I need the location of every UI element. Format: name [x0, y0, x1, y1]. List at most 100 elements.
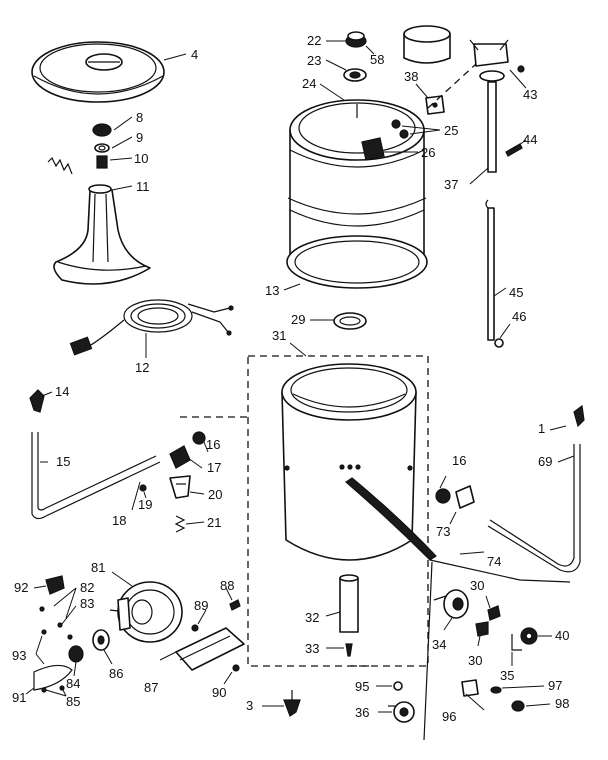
label-part-12: 12 — [135, 360, 149, 375]
screw-part-90 — [232, 664, 240, 672]
caster-part-36 — [388, 701, 415, 723]
cap-part-96 — [461, 679, 479, 697]
agitator-part-11 — [53, 184, 151, 285]
label-part-36: 36 — [355, 705, 369, 720]
clip-part-30a — [487, 605, 501, 621]
label-part-16a: 16 — [206, 437, 220, 452]
label-part-30a: 30 — [470, 578, 484, 593]
clip-part-26 — [361, 137, 385, 161]
screw-part-44 — [505, 143, 523, 157]
label-part-23: 23 — [307, 53, 321, 68]
label-part-8: 8 — [136, 110, 143, 125]
drain-hose — [345, 477, 571, 741]
lever-bar-part-69 — [487, 444, 581, 573]
label-part-83: 83 — [80, 596, 94, 611]
label-part-17: 17 — [207, 460, 221, 475]
label-part-34: 34 — [432, 637, 446, 652]
nut-part-10 — [96, 155, 108, 169]
label-part-26: 26 — [421, 145, 435, 160]
motor-part-81 — [109, 581, 183, 643]
spout-part-37 — [427, 39, 509, 173]
label-part-43: 43 — [523, 87, 537, 102]
label-part-98: 98 — [555, 696, 569, 711]
bracket-part-38 — [425, 95, 445, 115]
label-part-19: 19 — [138, 497, 152, 512]
clip-part-30b — [475, 621, 489, 637]
cap-part-22 — [345, 31, 367, 48]
label-part-11: 11 — [136, 179, 150, 194]
label-part-1: 1 — [538, 421, 545, 436]
label-part-82: 82 — [80, 580, 94, 595]
bracket-part-73 — [455, 485, 475, 509]
nut-part-46 — [494, 338, 504, 348]
tub-part-13 — [286, 99, 428, 289]
label-part-89: 89 — [194, 598, 208, 613]
label-part-90: 90 — [212, 685, 226, 700]
label-part-31: 31 — [272, 328, 286, 343]
lid-part-4 — [31, 41, 165, 103]
label-part-85: 85 — [66, 694, 80, 709]
post-part-32 — [339, 574, 359, 633]
cam-part-20 — [169, 475, 191, 499]
label-part-58: 58 — [370, 52, 384, 67]
label-part-91: 91 — [12, 690, 26, 705]
screw-part-88 — [229, 599, 241, 611]
pulley-part-86 — [92, 629, 110, 651]
clips-part-25 — [391, 119, 409, 139]
label-part-15: 15 — [56, 454, 70, 469]
rod-part-45 — [485, 199, 495, 341]
fastener-part-43 — [517, 65, 525, 73]
foot-part-3 — [283, 690, 301, 717]
label-part-4: 4 — [191, 47, 198, 62]
label-part-92: 92 — [14, 580, 28, 595]
label-part-86: 86 — [109, 666, 123, 681]
label-part-33: 33 — [305, 641, 319, 656]
label-part-18: 18 — [112, 513, 126, 528]
clip-part-92 — [45, 575, 65, 595]
screw-part-33 — [345, 643, 353, 657]
clip-part-1 — [573, 404, 585, 428]
label-part-3: 3 — [246, 698, 253, 713]
seal-part-23 — [343, 68, 367, 82]
power-cord-part-12 — [69, 299, 234, 356]
washer-part-9 — [94, 143, 110, 153]
label-part-14: 14 — [55, 384, 69, 399]
lever-bar-part-15 — [31, 432, 161, 520]
label-part-74: 74 — [487, 554, 501, 569]
label-part-46: 46 — [512, 309, 526, 324]
label-part-38: 38 — [404, 69, 418, 84]
coupling-part-84 — [68, 645, 84, 663]
filter-part-58 — [403, 25, 451, 64]
label-part-44: 44 — [523, 132, 537, 147]
label-part-97: 97 — [548, 678, 562, 693]
washer-part-97 — [490, 686, 502, 694]
spring-accessory — [47, 156, 73, 175]
pump-part-34 — [433, 589, 469, 619]
label-part-93: 93 — [12, 648, 26, 663]
spring-part-21 — [174, 515, 186, 533]
label-part-81: 81 — [91, 560, 105, 575]
label-part-10: 10 — [134, 151, 148, 166]
outer-tub — [281, 363, 417, 561]
label-part-25: 25 — [444, 123, 458, 138]
screw-part-89 — [191, 624, 199, 632]
label-part-73: 73 — [436, 524, 450, 539]
label-part-20: 20 — [208, 487, 222, 502]
label-part-40: 40 — [555, 628, 569, 643]
nut-part-95 — [393, 681, 403, 691]
label-part-21: 21 — [207, 515, 221, 530]
clip-part-14 — [29, 389, 45, 413]
part-labels: 4 8 9 10 11 12 22 23 24 58 38 43 25 26 4… — [12, 33, 569, 724]
label-part-45: 45 — [509, 285, 523, 300]
label-part-9: 9 — [136, 130, 143, 145]
label-part-35: 35 — [500, 668, 514, 683]
label-part-24: 24 — [302, 76, 316, 91]
label-part-88: 88 — [220, 578, 234, 593]
screw-part-19 — [139, 484, 147, 492]
ring-part-29 — [333, 312, 367, 330]
cabinet-boundary-part-31 — [180, 355, 429, 667]
label-part-22: 22 — [307, 33, 321, 48]
label-part-96: 96 — [442, 709, 456, 724]
cap-part-8 — [92, 123, 112, 137]
label-part-37: 37 — [444, 177, 458, 192]
